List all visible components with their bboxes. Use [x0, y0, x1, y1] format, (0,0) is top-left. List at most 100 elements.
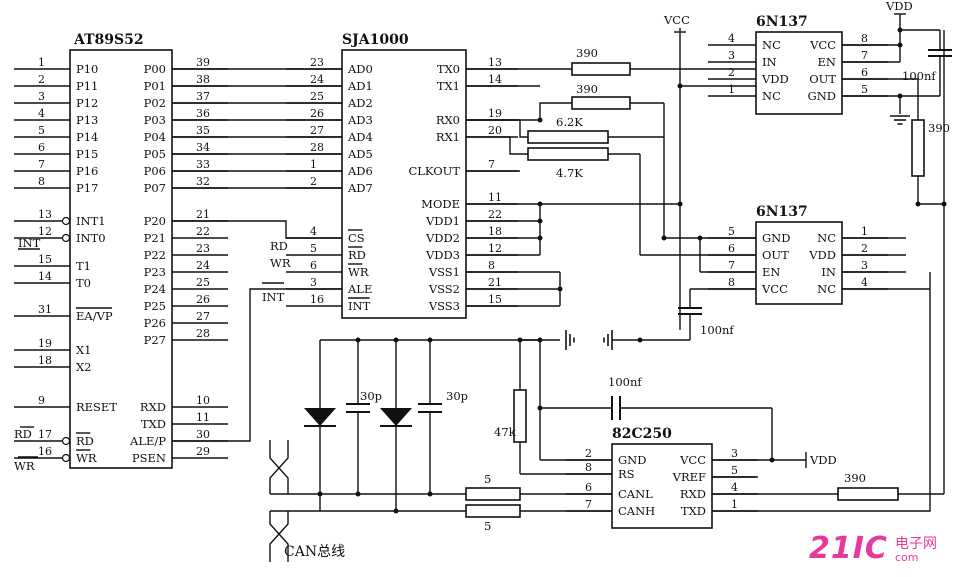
- mcu-right-pin-num: 23: [196, 242, 210, 255]
- sja-right-pin-label: MODE: [421, 197, 460, 211]
- resistor-4k7-value: 4.7K: [556, 166, 583, 180]
- sja-left-pin-num: 24: [310, 73, 324, 86]
- ext-int-label: INT: [18, 236, 41, 250]
- sja-left-pin-label: AD5: [347, 147, 373, 161]
- cap-top-value: 100nf: [902, 69, 936, 83]
- ext-wr-label: WR: [14, 459, 35, 473]
- mcu-left-pin-label: T0: [76, 276, 91, 290]
- trx-left-pin-label: CANH: [618, 504, 655, 518]
- cap-30p-2-value: 30p: [446, 389, 468, 403]
- opto-bottom-left-pin-num: 8: [728, 276, 735, 289]
- sja1000-chip: [341, 49, 467, 319]
- opto-bottom-right-pin-num: 1: [861, 225, 868, 238]
- opto-bottom-right-pin-label: NC: [817, 282, 836, 296]
- mcu-left-pin-num: 19: [38, 337, 52, 350]
- sja-right-pin-label: TX0: [437, 62, 460, 76]
- opto-top-right-pin-num: 7: [861, 49, 868, 62]
- cap-trx-value: 100nf: [608, 375, 642, 389]
- mcu-right-pin-num: 11: [196, 411, 210, 424]
- mcu-left-pin-label: P12: [76, 96, 98, 110]
- at89s52-chip: [69, 49, 173, 469]
- mcu-left-pin-label: EA/VP: [76, 309, 113, 323]
- sja-left-pin-num: 2: [310, 175, 317, 188]
- sja-control-labels: RD WR INT: [262, 239, 291, 304]
- watermark-cn: 电子网: [895, 536, 937, 552]
- mcu-left-pin-label: P15: [76, 147, 98, 161]
- junction-dots: [355, 27, 947, 463]
- sja-left-pin-num: 1: [310, 158, 317, 171]
- opto-bottom-right-pin-num: 3: [861, 259, 868, 272]
- mcu-left-pin-label: WR: [76, 451, 97, 465]
- sja-left-pin-label: WR: [348, 265, 369, 279]
- trx-left-pin-num: 2: [585, 447, 592, 460]
- mcu-right-pin-num: 24: [196, 259, 210, 272]
- opto-bottom-left-pin-num: 5: [728, 225, 735, 238]
- opto-top-right-pin-label: OUT: [809, 72, 836, 86]
- resistor-tx0: [571, 62, 631, 76]
- mcu-right-pin-label: P05: [144, 147, 166, 161]
- data-bus-wires: [172, 68, 342, 442]
- trx-left-pin-num: 8: [585, 461, 592, 474]
- opto-top-right-pin-num: 5: [861, 83, 868, 96]
- mcu-left-pin-label: P17: [76, 181, 98, 195]
- mcu-right-pin-num: 25: [196, 276, 210, 289]
- sja-left-pin-num: 25: [310, 90, 324, 103]
- mcu-left-pin-num: 13: [38, 208, 52, 221]
- sja-left-pin-label: AD6: [347, 164, 373, 178]
- sja-right-pin-num: 21: [488, 276, 502, 289]
- trx-right-pin-label: RXD: [680, 487, 706, 501]
- mcu-left-pin-label: T1: [76, 259, 91, 273]
- sja-right-pin-label: VDD3: [425, 248, 460, 262]
- sja-left-pin-num: 4: [310, 225, 317, 238]
- mcu-right-pin-num: 37: [196, 90, 210, 103]
- resistor-canl-value: 5: [484, 472, 491, 486]
- mcu-left-pin-label: INT1: [76, 214, 106, 228]
- mcu-left-pin-num: 6: [38, 141, 45, 154]
- opto-bottom-right-pin-label: IN: [821, 265, 836, 279]
- mcu-right-pin-num: 34: [196, 141, 210, 154]
- sja-right-pin-label: VSS1: [428, 265, 460, 279]
- sja-right-pin-label: RX1: [436, 130, 460, 144]
- ext-rd-label: RD: [14, 427, 32, 441]
- sja-left-pin-label: AD7: [347, 181, 373, 195]
- opto-top-left-pin-num: 3: [728, 49, 735, 62]
- mcu-left-pin-num: 15: [38, 253, 52, 266]
- sja-right-pin-num: 15: [488, 293, 502, 306]
- mcu-right-pin-num: 22: [196, 225, 210, 238]
- watermark: 21IC 电子网 com: [809, 531, 959, 569]
- mcu-right-pin-num: 28: [196, 327, 210, 340]
- opto-bottom-title: 6N137: [756, 204, 808, 220]
- resistor-rx0-value: 390: [576, 82, 598, 96]
- mcu-left-pin-num: 1: [38, 56, 45, 69]
- resistor-opto-value: 390: [928, 121, 950, 135]
- sja-left-pin-num: 5: [310, 242, 317, 255]
- sja-right-pin-label: RX0: [436, 113, 460, 127]
- mcu-right-pin-label: P00: [144, 62, 166, 76]
- opto-bottom-left-pin-label: VCC: [761, 282, 788, 296]
- trx-left-pin-num: 6: [585, 481, 592, 494]
- sja-left-pin-label: RD: [348, 248, 366, 262]
- mcu-left-pin-num: 3: [38, 90, 45, 103]
- opto-top-chip: [755, 31, 843, 115]
- opto-bottom-left-pin-label: OUT: [762, 248, 789, 262]
- vcc-label: VCC: [663, 13, 690, 27]
- opto-top-title: 6N137: [756, 14, 808, 30]
- mcu-external-labels: INT RD WR: [14, 236, 41, 473]
- mcu-left-pin-num: 2: [38, 73, 45, 86]
- mcu-left-pin-label: X2: [76, 360, 92, 374]
- sja-right-pin-label: VDD2: [425, 231, 460, 245]
- opto-top-left-pin-label: IN: [762, 55, 777, 69]
- trx-left-pin-label: CANL: [618, 487, 653, 501]
- resistor-47k: [513, 389, 527, 443]
- sja-left-pin-num: 28: [310, 141, 324, 154]
- mcu-left-pin-num: 18: [38, 354, 52, 367]
- opto-bottom-left-pin-label: GND: [762, 231, 790, 245]
- trx-wiring: 47k 100nf VDD 390 5 5: [270, 272, 944, 533]
- mcu-left-pin-label: INT0: [76, 231, 106, 245]
- mcu-left-pin-label: RESET: [76, 400, 117, 414]
- sja-int-label: INT: [262, 290, 285, 304]
- trx-right-pin-num: 1: [731, 498, 738, 511]
- trx-right-pin-num: 5: [731, 464, 738, 477]
- mcu-right-pin-label: P06: [144, 164, 166, 178]
